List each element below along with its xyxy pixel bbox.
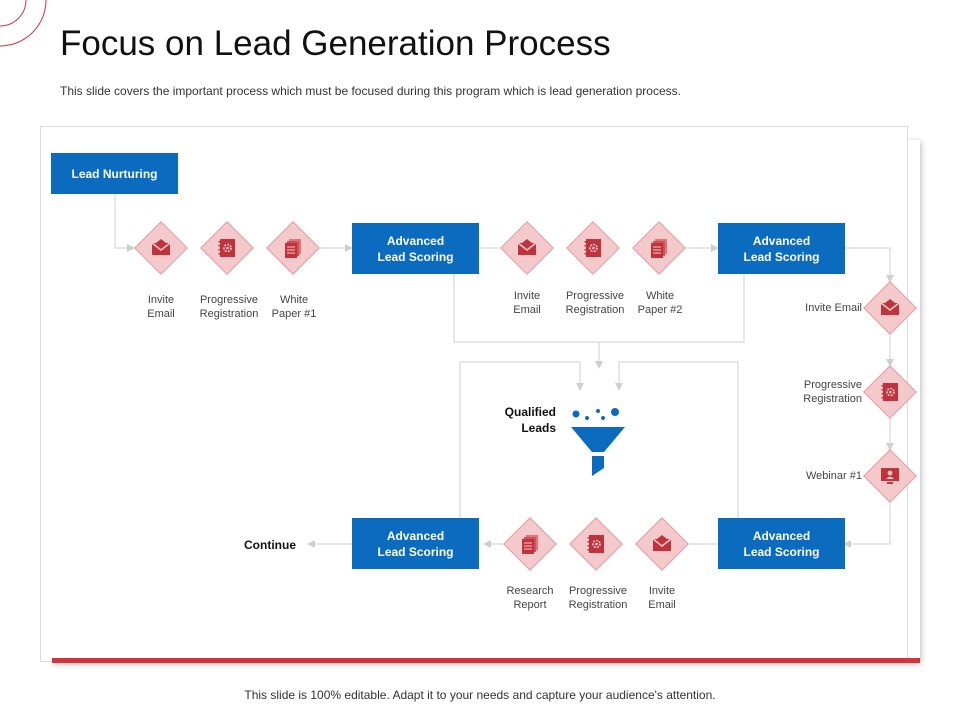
label-progressive-registration-row1: Progressive Registration	[199, 294, 259, 320]
step-white-paper-2	[632, 221, 686, 275]
step-webinar-1	[863, 449, 917, 503]
notebook-gear-icon	[878, 380, 902, 404]
page-subtitle: This slide covers the important process …	[60, 84, 681, 98]
label-webinar-1: Webinar #1	[805, 470, 862, 482]
notebook-gear-icon	[581, 236, 605, 260]
label-progressive-registration-row2: Progressive Registration	[565, 290, 625, 316]
step-invite-email-bottom	[635, 517, 689, 571]
funnel-icon	[571, 408, 625, 476]
advanced-lead-scoring-box-top-right: Advanced Lead Scoring	[718, 223, 845, 274]
label-research-report: Research Report	[506, 585, 554, 611]
label-invite-email-column: Invite Email	[805, 302, 862, 314]
advanced-lead-scoring-box-top-left: Advanced Lead Scoring	[352, 223, 479, 274]
step-invite-email-column	[863, 281, 917, 335]
continue-label: Continue	[244, 538, 296, 552]
lead-nurturing-box: Lead Nurturing	[51, 153, 178, 194]
envelope-icon	[149, 236, 173, 260]
step-progressive-registration-row1	[200, 221, 254, 275]
presenter-screen-icon	[878, 464, 902, 488]
label-invite-email-bottom: Invite Email	[648, 585, 676, 611]
label-white-paper-2: White Paper #2	[637, 290, 683, 316]
page-title: Focus on Lead Generation Process	[60, 24, 611, 63]
step-progressive-registration-row2	[566, 221, 620, 275]
envelope-icon	[878, 296, 902, 320]
step-progressive-registration-bottom	[569, 517, 623, 571]
accent-bar	[52, 658, 920, 663]
label-progressive-registration-bottom: Progressive Registration	[568, 585, 628, 611]
label-white-paper-1: White Paper #1	[271, 294, 317, 320]
notebook-gear-icon	[215, 236, 239, 260]
advanced-lead-scoring-box-bottom-right: Advanced Lead Scoring	[718, 518, 845, 569]
label-progressive-registration-column: Progressive Registration	[803, 379, 862, 405]
document-stack-icon	[281, 236, 305, 260]
label-invite-email-row2: Invite Email	[513, 290, 541, 316]
footer-note: This slide is 100% editable. Adapt it to…	[244, 688, 716, 702]
connector	[114, 194, 135, 252]
step-invite-email-row1	[134, 221, 188, 275]
step-invite-email-row2	[500, 221, 554, 275]
step-progressive-registration-column	[863, 365, 917, 419]
document-stack-icon	[647, 236, 671, 260]
envelope-icon	[650, 532, 674, 556]
step-white-paper-1	[266, 221, 320, 275]
qualified-leads-label: Qualified Leads	[504, 405, 556, 435]
envelope-icon	[515, 236, 539, 260]
notebook-gear-icon	[584, 532, 608, 556]
document-stack-icon	[518, 532, 542, 556]
advanced-lead-scoring-box-bottom-left: Advanced Lead Scoring	[352, 518, 479, 569]
label-invite-email-row1: Invite Email	[147, 294, 175, 320]
step-research-report	[503, 517, 557, 571]
